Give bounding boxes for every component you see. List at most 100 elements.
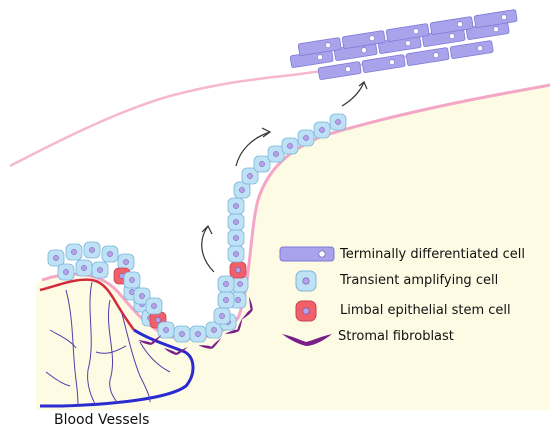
legend-label-stem: Limbal epithelial stem cell — [340, 303, 511, 318]
transient-amplifying-cell — [241, 167, 259, 185]
vessel-branch — [45, 371, 71, 387]
terminal-differentiated-cell — [449, 40, 494, 59]
epithelial-cell-layer — [47, 113, 347, 343]
nucleus — [302, 307, 310, 315]
arrow-head — [201, 224, 213, 235]
legend-label-terminal: Terminally differentiated cell — [340, 247, 526, 262]
nucleus — [449, 33, 455, 40]
nucleus — [302, 277, 310, 285]
legend-label-transient: Transient amplifying cell — [340, 273, 499, 288]
terminal-differentiated-cell — [473, 9, 518, 28]
nucleus — [389, 59, 395, 66]
nucleus — [63, 269, 69, 275]
cell-body — [449, 40, 494, 59]
cell-body — [473, 9, 518, 28]
nucleus — [477, 45, 483, 52]
vessel-branch — [139, 341, 171, 373]
nucleus — [233, 219, 239, 225]
transient-amplifying-cell — [227, 229, 245, 247]
blood-vessels — [39, 278, 195, 408]
vessel-branch — [49, 329, 77, 349]
vessel-branch — [65, 289, 79, 407]
nucleus — [319, 127, 325, 133]
stromal-fibroblast — [198, 337, 222, 349]
transient-amplifying-cell — [217, 291, 235, 309]
transient-amplifying-cell — [297, 129, 315, 147]
nucleus — [247, 173, 253, 179]
transient-amplifying-cell — [117, 253, 135, 271]
nucleus — [457, 21, 463, 28]
nucleus — [303, 135, 309, 141]
nucleus — [211, 327, 217, 333]
terminal-differentiated-cell — [405, 47, 450, 66]
vessel-red — [39, 278, 136, 331]
transient-amplifying-cell — [65, 243, 83, 261]
nucleus — [155, 317, 161, 323]
nucleus — [129, 277, 135, 283]
transient-amplifying-cell — [329, 113, 347, 131]
nucleus — [493, 26, 499, 33]
nucleus — [501, 14, 507, 21]
migration-arrows — [201, 81, 368, 273]
nucleus — [239, 187, 245, 193]
cell-body — [405, 47, 450, 66]
transient-amplifying-cell — [123, 271, 141, 289]
nucleus — [139, 293, 145, 299]
nucleus — [369, 35, 375, 42]
transient-amplifying-cell — [157, 321, 175, 339]
transient-amplifying-cell — [227, 213, 245, 231]
nucleus — [317, 54, 323, 61]
nucleus — [413, 28, 419, 35]
legend-label-fibroblast: Stromal fibroblast — [338, 329, 454, 344]
limbal-stem-cell — [229, 261, 247, 279]
transient-amplifying-cell — [233, 181, 251, 199]
transient-amplifying-cell — [91, 261, 109, 279]
stromal-fibroblast — [241, 296, 253, 320]
nucleus — [287, 143, 293, 149]
nucleus — [233, 203, 239, 209]
transient-amplifying-cell — [281, 137, 299, 155]
nucleus — [233, 251, 239, 257]
nucleus — [123, 259, 129, 265]
nucleus — [219, 313, 225, 319]
nucleus — [233, 235, 239, 241]
cell-body — [341, 30, 386, 49]
terminal-differentiated-cell — [317, 61, 362, 80]
cell-body — [385, 23, 430, 42]
nucleus — [163, 327, 169, 333]
cell-body — [361, 54, 406, 73]
legend-terminal-icon — [279, 246, 335, 262]
transient-amplifying-cell — [231, 275, 249, 293]
nucleus — [89, 247, 95, 253]
migration-arrow — [201, 225, 215, 273]
nucleus — [195, 331, 201, 337]
nucleus — [235, 297, 241, 303]
transient-amplifying-cell — [217, 275, 235, 293]
transient-amplifying-cell — [173, 325, 191, 343]
nucleus — [179, 331, 185, 337]
nucleus — [223, 297, 229, 303]
nucleus — [81, 265, 87, 271]
nucleus — [335, 119, 341, 125]
nucleus — [223, 281, 229, 287]
legend-transient-icon — [295, 270, 317, 292]
transient-amplifying-cell — [83, 241, 101, 259]
terminal-differentiated-cell — [385, 23, 430, 42]
stromal-fibroblast — [138, 334, 162, 345]
transient-amplifying-cell — [267, 145, 285, 163]
nucleus — [151, 303, 157, 309]
nucleus — [405, 40, 411, 47]
transient-amplifying-cell — [205, 321, 223, 339]
vessel-branch — [121, 313, 151, 403]
nucleus — [345, 66, 351, 73]
nucleus — [237, 281, 243, 287]
transient-amplifying-cell — [145, 297, 163, 315]
terminal-differentiated-cell — [361, 54, 406, 73]
stromal-fibroblast — [224, 317, 243, 334]
cell-body — [429, 16, 474, 35]
terminal-differentiated-cell — [341, 30, 386, 49]
transient-amplifying-cell — [133, 287, 151, 305]
nucleus — [97, 267, 103, 273]
terminal-differentiated-cell — [297, 37, 342, 56]
